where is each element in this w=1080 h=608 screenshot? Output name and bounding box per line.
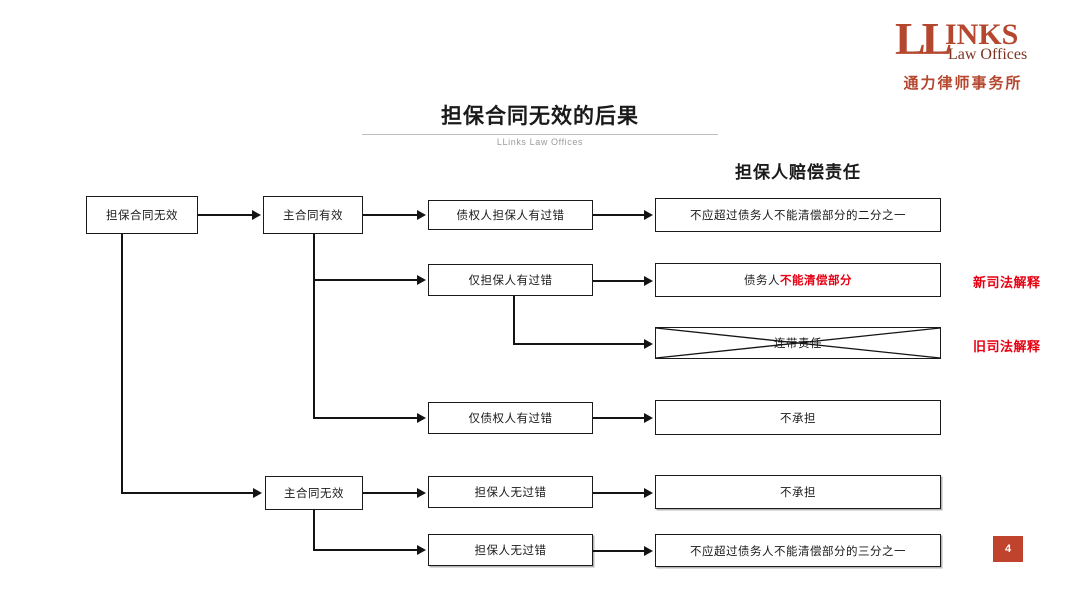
arrow-root-to-main-valid xyxy=(252,210,261,220)
annotation-old-interpretation: 旧司法解释 xyxy=(973,340,1041,355)
node-result-no-liability-2: 不承担 xyxy=(655,475,941,509)
node-main-contract-invalid: 主合同无效 xyxy=(265,476,363,510)
arrow-nofault2-to-result-third xyxy=(644,546,653,556)
connector-nofault1-to-result-none2 xyxy=(593,492,645,494)
connector-trunk-to-fault-creditor xyxy=(313,417,418,419)
connector-maininvalid-trunk xyxy=(313,510,315,551)
connector-faultboth-to-result-half xyxy=(593,214,645,216)
connector-trunk-to-fault-guarantor xyxy=(313,279,418,281)
result-debtor-prefix: 债务人 xyxy=(744,273,780,287)
arrow-trunk-to-fault-guarantor xyxy=(417,275,426,285)
connector-trunk-to-nofault-2 xyxy=(313,549,418,551)
arrow-mainvalid-to-fault-both xyxy=(417,210,426,220)
logo-wordmark: LL INKS Law Offices xyxy=(893,13,1033,64)
arrow-nofault1-to-result-none2 xyxy=(644,488,653,498)
connector-root-to-main-invalid xyxy=(121,492,255,494)
annotation-new-interpretation: 新司法解释 xyxy=(973,276,1041,291)
arrow-trunk-to-nofault-2 xyxy=(417,545,426,555)
llinks-logo: LL INKS Law Offices 通力律师事务所 xyxy=(893,13,1033,96)
connector-maininvalid-to-nofault-1 xyxy=(363,492,418,494)
arrow-root-to-main-invalid xyxy=(253,488,262,498)
arrow-faultboth-to-result-half xyxy=(644,210,653,220)
arrow-maininvalid-to-nofault-1 xyxy=(417,488,426,498)
arrow-trunk-to-fault-creditor xyxy=(417,413,426,423)
title-divider xyxy=(362,134,718,135)
connector-nofault2-to-result-third xyxy=(593,550,645,552)
connector-faultguarantor-down xyxy=(513,296,515,344)
node-result-one-third: 不应超过债务人不能清偿部分的三分之一 xyxy=(655,534,941,567)
page-title: 担保合同无效的后果 xyxy=(441,104,639,128)
arrow-faultcreditor-to-result-none xyxy=(644,413,653,423)
node-fault-creditor-only: 仅债权人有过错 xyxy=(428,402,593,434)
node-result-one-half: 不应超过债务人不能清偿部分的二分之一 xyxy=(655,198,941,232)
column-header-liability: 担保人赔偿责任 xyxy=(735,163,861,183)
logo-tagline: Law Offices xyxy=(948,46,1028,63)
connector-mainvalid-trunk xyxy=(313,234,315,419)
node-guarantor-no-fault-1: 担保人无过错 xyxy=(428,476,593,508)
connector-down-to-joint-liability xyxy=(513,343,645,345)
node-guarantor-no-fault-2: 担保人无过错 xyxy=(428,534,593,566)
connector-root-down xyxy=(121,234,123,493)
node-result-debtor-unpaid: 债务人不能清偿部分 xyxy=(655,263,941,297)
node-main-contract-valid: 主合同有效 xyxy=(263,196,363,234)
title-subtitle: LLinks Law Offices xyxy=(496,137,584,147)
arrow-faultguarantor-to-result-debtor xyxy=(644,276,653,286)
page-number-badge: 4 xyxy=(993,536,1023,562)
connector-root-to-main-valid xyxy=(198,214,253,216)
node-result-no-liability-1: 不承担 xyxy=(655,400,941,435)
logo-inks-text: INKS xyxy=(945,18,1019,51)
node-result-joint-liability-struck: 连带责任 xyxy=(655,327,941,359)
node-root-contract-invalid: 担保合同无效 xyxy=(86,196,198,234)
result-debtor-highlight: 不能清偿部分 xyxy=(780,273,852,287)
arrow-down-to-joint-liability xyxy=(644,339,653,349)
node-fault-both: 债权人担保人有过错 xyxy=(428,200,593,230)
logo-chinese-name: 通力律师事务所 xyxy=(903,74,1023,92)
logo-ll-text: LL xyxy=(895,13,952,64)
connector-faultcreditor-to-result-none xyxy=(593,417,645,419)
connector-faultguarantor-to-result-debtor xyxy=(593,280,645,282)
connector-mainvalid-to-fault-both xyxy=(363,214,418,216)
node-fault-guarantor-only: 仅担保人有过错 xyxy=(428,264,593,296)
